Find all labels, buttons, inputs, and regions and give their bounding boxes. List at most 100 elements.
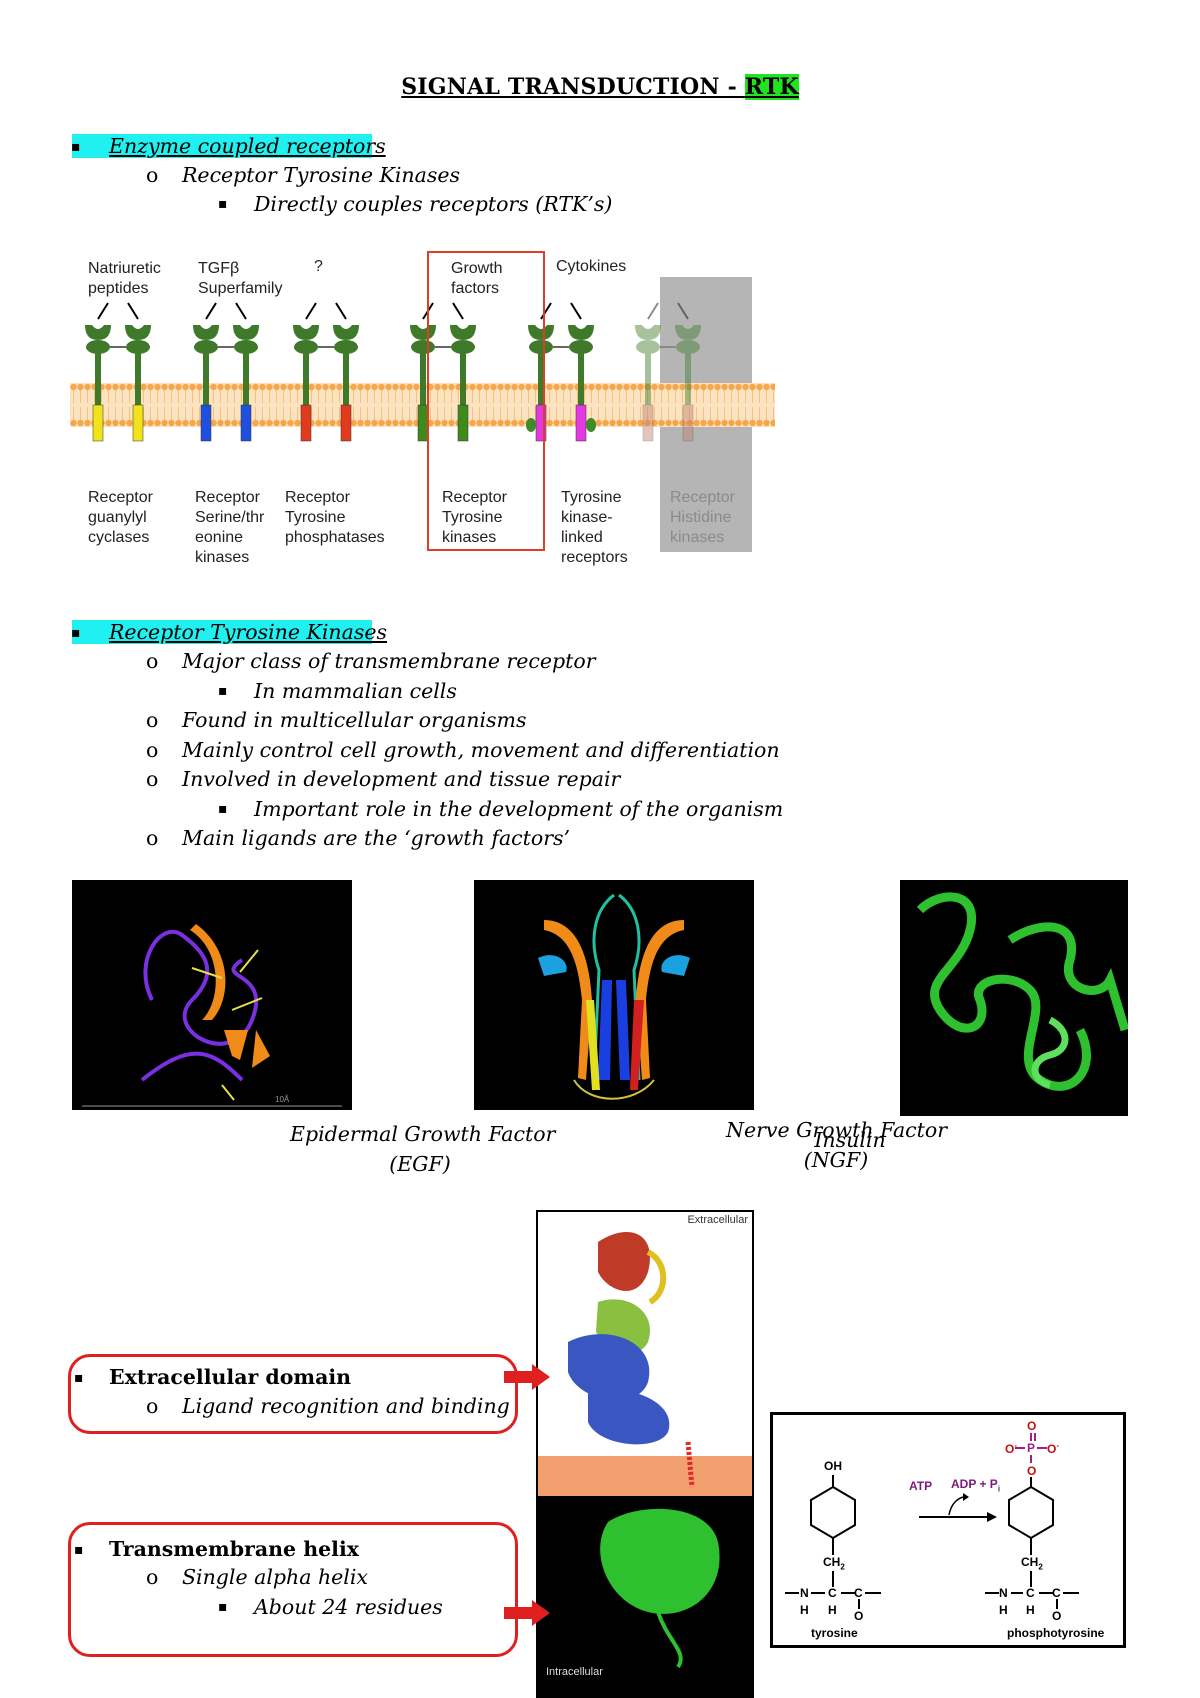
receptor-label: Receptor guanylyl cyclases [88, 489, 153, 546]
ligand-label: Growth factors [451, 260, 503, 297]
c-label: C [828, 1586, 837, 1600]
c-label: C [1026, 1586, 1035, 1600]
bullet: o [146, 163, 159, 187]
list-item: Involved in development and tissue repai… [182, 767, 621, 791]
bullet: ▪ [218, 800, 228, 817]
phosphotyrosine-label: phosphotyrosine [1007, 1626, 1105, 1640]
bullet: ▪ [74, 1542, 84, 1558]
receptor-label: Receptor Histidine kinases [670, 489, 735, 546]
section2-heading: Receptor Tyrosine Kinases [109, 620, 387, 644]
receptor-label: Receptor Tyrosine kinases [442, 489, 507, 546]
section1-subsub: Directly couples receptors (RTK’s) [254, 192, 613, 216]
n-label: N [999, 1586, 1008, 1600]
o-label: O- [1005, 1441, 1018, 1456]
ch2-label: CH2 [1021, 1555, 1043, 1572]
scale-label: 10Å [275, 1095, 290, 1104]
receptor-pair [410, 302, 476, 442]
list-item: Major class of transmembrane receptor [182, 649, 596, 673]
h-label: H [999, 1603, 1008, 1617]
receptor-pair [526, 302, 596, 442]
bullet: ▪ [218, 196, 228, 212]
growth-factor-highlight-box [427, 251, 545, 551]
ngf-caption-2: (NGF) [803, 1148, 869, 1172]
bullet: ▪ [71, 625, 81, 641]
receptor-pair [293, 302, 359, 442]
c-label: C [1052, 1586, 1061, 1600]
bullet: o [146, 826, 159, 850]
section1-heading: Enzyme coupled receptors [109, 134, 386, 158]
o-label: O- [1047, 1441, 1060, 1456]
ligand-label: ? [314, 258, 323, 275]
ngf-structure-image [474, 880, 754, 1110]
egf-structure-image: 10Å [72, 880, 352, 1110]
p-label: P [1027, 1441, 1036, 1455]
page-title: SIGNAL TRANSDUCTION - RTK [401, 74, 799, 100]
h-label: H [800, 1603, 809, 1617]
box2-title: Transmembrane helix [109, 1537, 359, 1561]
ligand-label: TGFβ Superfamily [198, 260, 283, 297]
receptor-pair [193, 302, 259, 442]
list-item: In mammalian cells [254, 678, 457, 703]
bullet: ▪ [218, 1599, 228, 1615]
extracellular-domain-box [68, 1354, 518, 1434]
insulin-structure-image [900, 880, 1128, 1116]
receptor-pair [635, 302, 701, 442]
heading-highlight [72, 620, 372, 644]
section1-sub: Receptor Tyrosine Kinases [182, 163, 460, 187]
ligand-label: Natriuretic peptides [88, 260, 161, 297]
phosphorylation-reaction-box: OH CH2 N C C H H O tyrosine ATP ADP + Pi… [770, 1412, 1126, 1648]
bullet: ▪ [218, 682, 228, 699]
membrane-band [538, 1456, 752, 1496]
ligand-label: Cytokines [556, 258, 627, 275]
egf-caption-2: (EGF) [389, 1152, 451, 1176]
oh-label: OH [824, 1459, 842, 1473]
bullet: ▪ [71, 139, 81, 155]
o-label: O [854, 1609, 864, 1623]
o-label: O [1052, 1609, 1062, 1623]
receptor-label: Tyrosine kinase- linked receptors [561, 489, 628, 566]
heading-highlight [72, 134, 372, 158]
receptor-figure: Natriuretic peptides TGFβ Superfamily ? … [70, 245, 790, 575]
list-item: Found in multicellular organisms [182, 708, 527, 732]
bullet: o [146, 767, 159, 791]
ch2-label: CH2 [823, 1555, 845, 1572]
bullet: o [146, 1394, 159, 1418]
c-label: C [854, 1586, 863, 1600]
ngf-caption-1: Nerve Growth Factor [726, 1118, 948, 1142]
reaction-diagram [785, 1433, 1079, 1609]
o-label: O [1027, 1419, 1037, 1433]
receptor-label: Receptor Tyrosine phosphatases [285, 489, 385, 546]
h-label: H [828, 1603, 837, 1617]
bullet: o [146, 737, 159, 762]
transmembrane-helix-box [68, 1522, 518, 1657]
bullet: o [146, 649, 159, 673]
box1-sub: Ligand recognition and binding [182, 1394, 510, 1418]
atp-label: ATP [909, 1479, 933, 1493]
box2-sub: Single alpha helix [182, 1565, 368, 1589]
receptor-pairs [85, 302, 701, 442]
box2-subsub: About 24 residues [254, 1595, 443, 1619]
adp-label: ADP + Pi [951, 1477, 1001, 1494]
insulin-caption: Insulin [814, 1128, 886, 1152]
list-item: Important role in the development of the… [254, 796, 784, 821]
receptor-label: Receptor Serine/thr eonine kinases [195, 489, 265, 566]
n-label: N [800, 1586, 809, 1600]
receptor-pair [85, 302, 151, 442]
list-item: Mainly control cell growth, movement and… [182, 737, 780, 762]
arrow-icon [504, 1364, 550, 1390]
list-item: Main ligands are the ‘growth factors’ [182, 826, 571, 850]
bullet: o [146, 708, 159, 732]
intracellular-label: Intracellular [546, 1666, 603, 1678]
extracellular-label: Extracellular [687, 1214, 748, 1226]
egf-caption-1: Epidermal Growth Factor [290, 1122, 556, 1146]
title-highlight: RTK [744, 74, 799, 100]
rtk-ribbon [568, 1232, 720, 1669]
bullet: o [146, 1565, 159, 1589]
box1-title: Extracellular domain [109, 1365, 352, 1389]
h-label: H [1026, 1603, 1035, 1617]
arrow-icon [504, 1600, 550, 1626]
bullet: ▪ [74, 1370, 84, 1386]
rtk-structure-image: Extracellular Intracellular [536, 1210, 754, 1698]
tyrosine-label: tyrosine [811, 1626, 858, 1640]
o-label: O [1027, 1464, 1037, 1478]
